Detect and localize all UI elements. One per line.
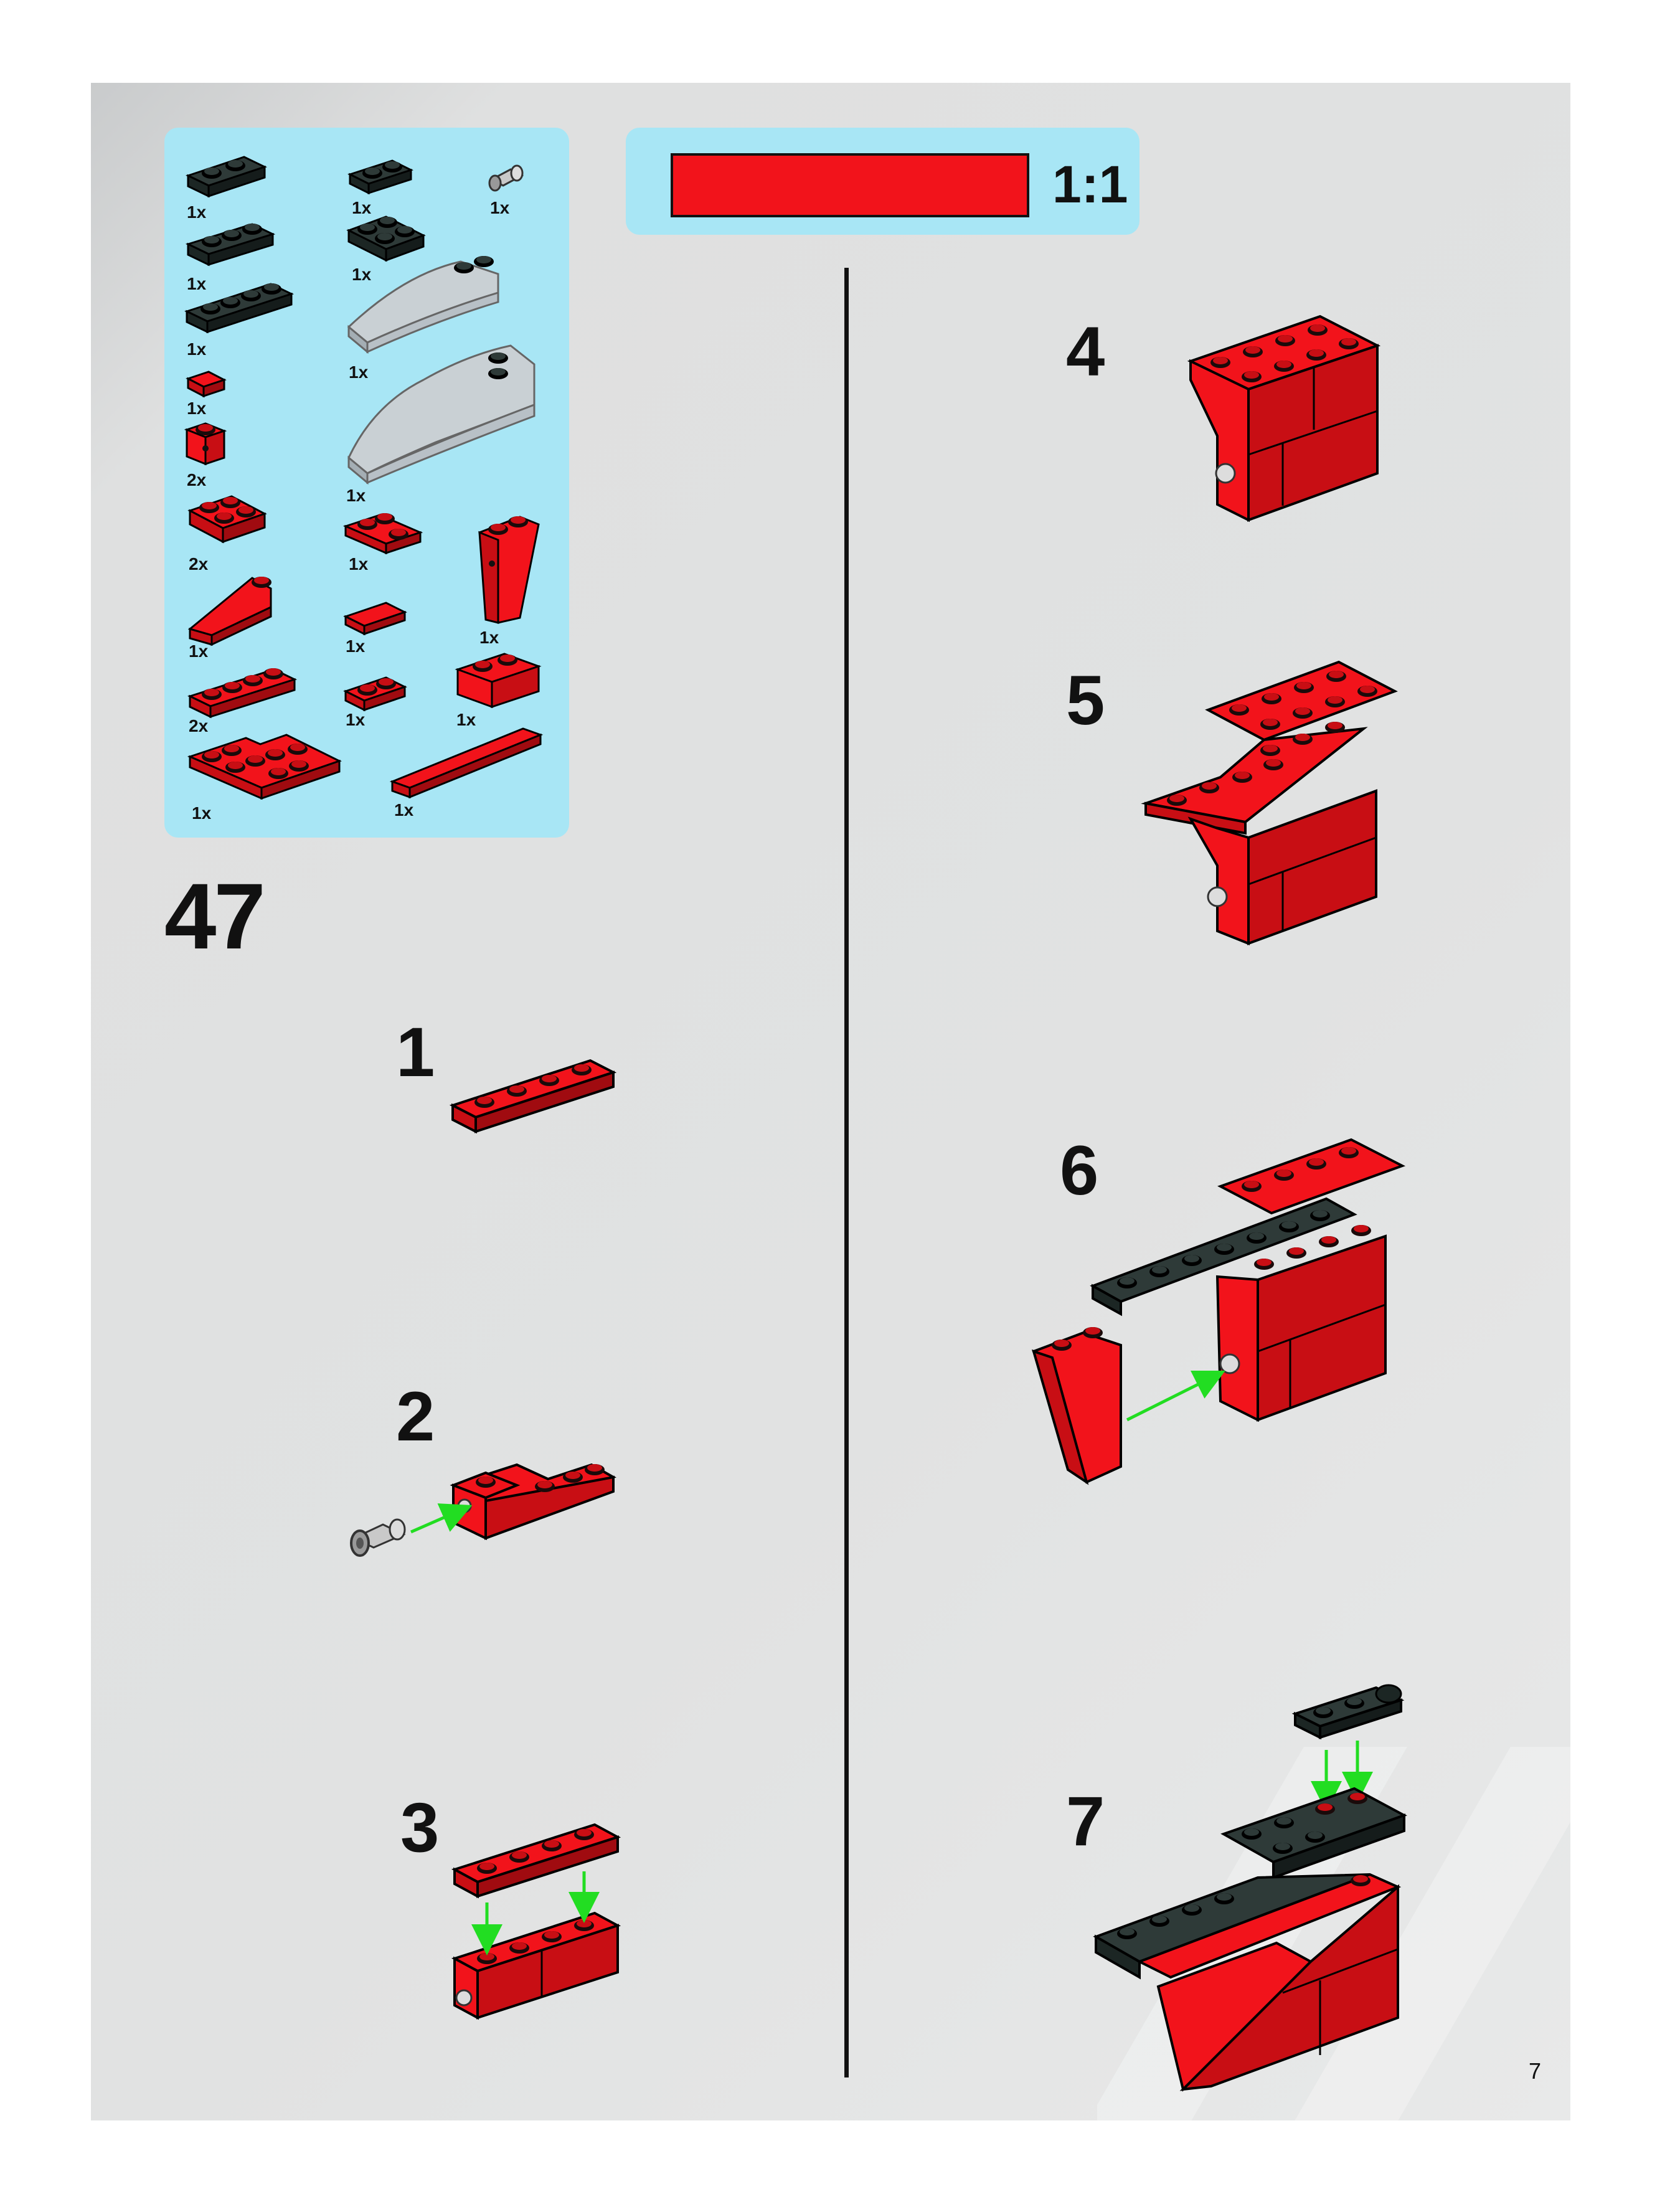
part-slope-red (190, 577, 271, 645)
part-plate-2x2-corner-red (190, 496, 265, 542)
substep-6-model (1034, 1140, 1402, 1482)
part-brick-1x1-red (187, 423, 224, 464)
part-plate-2x2-black (349, 217, 423, 260)
part-plate-1x2-red (346, 678, 405, 710)
part-tile-1x6-red (392, 729, 540, 797)
substep-7-model (1096, 1685, 1404, 2089)
part-brick-1x2-red (458, 654, 539, 707)
page-number: 7 (1529, 2058, 1541, 2084)
substep-5-model (1146, 662, 1395, 943)
part-plate-1x4-black (187, 283, 291, 332)
part-plate-corner-red-small (346, 513, 420, 553)
part-tall-slope-red (479, 516, 539, 623)
part-plate-1x4-red (190, 668, 295, 717)
substep-2-model (351, 1464, 613, 1556)
part-tile-1x2-red (346, 603, 405, 634)
part-tile-1x1-red (188, 372, 224, 396)
part-plate-1x2-black (188, 157, 265, 196)
substep-4-model (1191, 316, 1377, 520)
part-plate-1x3-black (188, 224, 273, 265)
part-plate-l-red (190, 735, 339, 798)
part-plate-1x2-black-small (350, 161, 411, 193)
part-pin-gray (489, 166, 522, 191)
substep-1-model (453, 1061, 613, 1132)
substep-3-model (455, 1825, 618, 2018)
part-windscreen-trans (349, 346, 534, 483)
part-curved-slope-trans (349, 256, 498, 352)
